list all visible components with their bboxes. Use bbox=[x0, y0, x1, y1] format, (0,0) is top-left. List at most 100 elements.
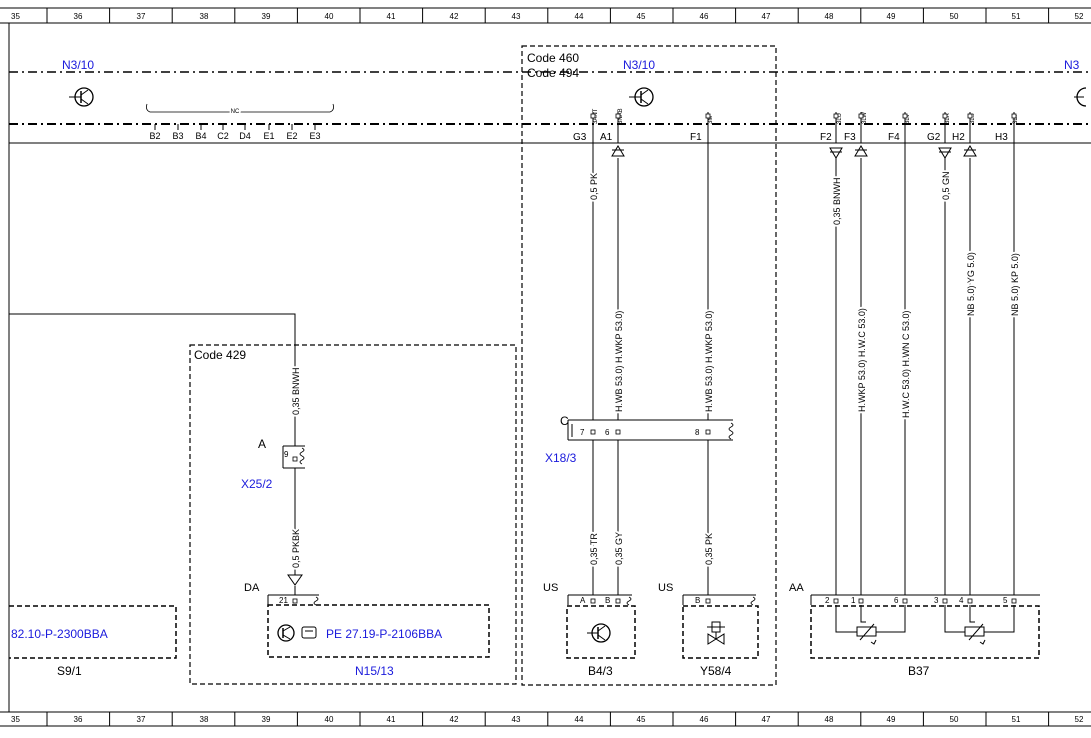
connector-aa-label: AA bbox=[789, 582, 804, 594]
connector-da-label: DA bbox=[244, 582, 260, 594]
wire-05gn: 0,5 GN bbox=[941, 171, 951, 200]
connector-pin-b: B bbox=[695, 596, 700, 605]
bottom-ruler bbox=[0, 711, 1091, 727]
pin-f2: F2 bbox=[820, 132, 832, 143]
label-n3-right: N3 bbox=[1064, 58, 1080, 72]
wire-nbyg: NB 5.0) YG 5.0) bbox=[966, 252, 976, 316]
pin-terminal bbox=[615, 113, 621, 119]
signal-3nab: 3NAB bbox=[618, 108, 624, 124]
ref-82-10: 82.10-P-2300BBA bbox=[11, 627, 108, 641]
transistor-icon bbox=[277, 624, 295, 642]
label-n3-10-left: N3/10 bbox=[62, 58, 94, 72]
ruler-number: 36 bbox=[74, 12, 83, 21]
ruler-number: 45 bbox=[637, 12, 646, 21]
transistor-icon bbox=[69, 87, 94, 107]
pin-label: D4 bbox=[239, 131, 251, 141]
signal-3ant: 3ANT bbox=[593, 108, 599, 124]
ruler-number: 38 bbox=[200, 12, 209, 21]
pin-terminal bbox=[967, 598, 973, 604]
wire-hwc: H.W.C 53.0) H.WN C 53.0) bbox=[901, 310, 911, 418]
ruler-number: 47 bbox=[762, 715, 771, 724]
ruler-number: 49 bbox=[887, 715, 896, 724]
signal-3ls: 3LS bbox=[970, 113, 976, 124]
pin-terminal bbox=[942, 598, 948, 604]
wire-035bnwh-left: 0,35 BNWH bbox=[291, 367, 301, 415]
component-s9-1: 82.10-P-2300BBA S9/1 bbox=[9, 605, 177, 678]
pin-label: B3 bbox=[172, 131, 183, 141]
connector-a-label: A bbox=[258, 437, 266, 451]
connector-us-label: US bbox=[658, 582, 673, 594]
ruler-number: 46 bbox=[700, 715, 709, 724]
label-n15-13: N15/13 bbox=[355, 664, 394, 678]
ref-pe-27-19: PE 27.19-P-2106BBA bbox=[326, 627, 442, 641]
nc-brace: NC bbox=[146, 103, 334, 117]
connector-pin-5: 5 bbox=[1003, 596, 1008, 605]
bottom-ruler-numbers: 35 36 37 38 39 40 41 42 43 44 45 46 47 4… bbox=[11, 715, 1084, 724]
ruler-number: 42 bbox=[450, 12, 459, 21]
pin-f4: F4 bbox=[888, 132, 900, 143]
transistor-icon bbox=[1074, 87, 1087, 107]
label-code-494: Code 494 bbox=[527, 66, 579, 80]
connector-us-label: US bbox=[543, 582, 558, 594]
ruler-number: 35 bbox=[11, 12, 20, 21]
ruler-number: 39 bbox=[262, 12, 271, 21]
signal-arrows bbox=[611, 145, 977, 159]
wires bbox=[9, 143, 1015, 595]
signal-3lt: 3LT bbox=[1013, 114, 1019, 124]
pin-g2: G2 bbox=[927, 132, 941, 143]
ruler-number: 50 bbox=[950, 12, 959, 21]
pin-terminal bbox=[833, 113, 839, 119]
signal-3lu: 3LU bbox=[837, 113, 843, 124]
ruler-number: 41 bbox=[387, 715, 396, 724]
wire-05pk-top: 0,5 PK bbox=[589, 173, 599, 200]
ruler-number: 43 bbox=[512, 715, 521, 724]
pin-label: E3 bbox=[309, 131, 320, 141]
ruler-number: 52 bbox=[1075, 715, 1084, 724]
ruler-number: 50 bbox=[950, 715, 959, 724]
connector-pin-3: 3 bbox=[934, 596, 939, 605]
ruler-number: 51 bbox=[1012, 715, 1021, 724]
pin-f1: F1 bbox=[690, 132, 702, 143]
code-460-box bbox=[521, 45, 777, 686]
ruler-number: 35 bbox=[11, 715, 20, 724]
pin-h2: H2 bbox=[952, 132, 965, 143]
code-429-box bbox=[189, 344, 517, 685]
ruler-number: 39 bbox=[262, 715, 271, 724]
wire-hwwb-1: H.WB 53.0) H.WKP 53.0) bbox=[614, 311, 624, 412]
connector-pin-8: 8 bbox=[695, 428, 700, 437]
ruler-number: 37 bbox=[137, 12, 146, 21]
ruler-number: 47 bbox=[762, 12, 771, 21]
pin-label: C2 bbox=[217, 131, 229, 141]
pin-terminal bbox=[1011, 598, 1017, 604]
ruler-number: 37 bbox=[137, 715, 146, 724]
label-nc: NC bbox=[231, 109, 240, 115]
ruler-number: 41 bbox=[387, 12, 396, 21]
label-x25-2: X25/2 bbox=[241, 477, 273, 491]
pin-label: E2 bbox=[286, 131, 297, 141]
ruler-number: 48 bbox=[825, 12, 834, 21]
component-y58-4: US B Y58/4 bbox=[658, 582, 759, 678]
wire-hwkp: H.WKP 53.0) H.W.C 53.0) bbox=[857, 308, 867, 412]
wire-035gy: 0,35 GY bbox=[614, 532, 624, 565]
wire-05pkbk: 0,5 PKBK bbox=[291, 529, 301, 568]
ruler-number: 46 bbox=[700, 12, 709, 21]
pin-g3: G3 bbox=[573, 132, 587, 143]
signal-3lv: 3LV bbox=[905, 114, 911, 124]
signal-3lw: 3LW bbox=[862, 112, 868, 124]
ruler-number: 51 bbox=[1012, 12, 1021, 21]
ruler-number: 40 bbox=[325, 715, 334, 724]
connector-pin-21: 21 bbox=[279, 596, 288, 605]
signal-3lr: 3LR bbox=[945, 112, 951, 124]
label-s9-1: S9/1 bbox=[57, 664, 82, 678]
pin-terminal bbox=[833, 598, 839, 604]
label-n3-10-mid: N3/10 bbox=[623, 58, 655, 72]
ruler-number: 36 bbox=[74, 715, 83, 724]
label-b4-3: B4/3 bbox=[588, 664, 613, 678]
ruler-number: 43 bbox=[512, 12, 521, 21]
pin-terminal bbox=[1011, 113, 1017, 119]
top-ruler bbox=[0, 7, 1091, 24]
ruler-number: 38 bbox=[200, 715, 209, 724]
label-code-429: Code 429 bbox=[194, 348, 246, 362]
connector-pin-6: 6 bbox=[894, 596, 899, 605]
connector-pin-7: 7 bbox=[580, 428, 585, 437]
